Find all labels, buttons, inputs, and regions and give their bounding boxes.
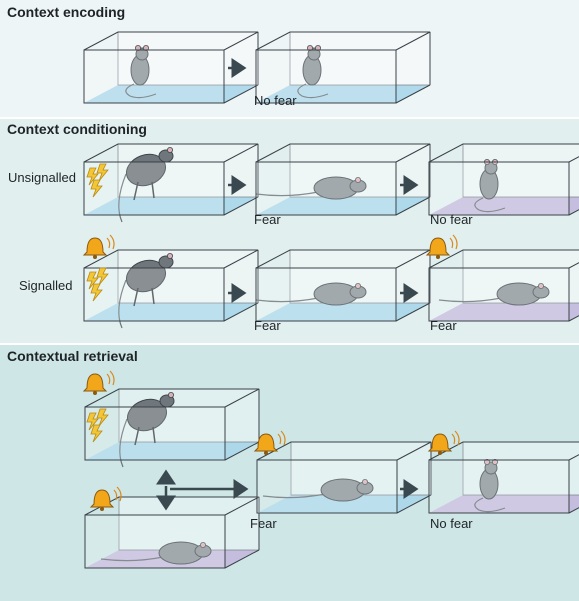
cage-box	[255, 249, 431, 322]
bell-icon	[89, 486, 122, 511]
cage-box	[84, 388, 260, 468]
bell-icon	[82, 370, 115, 395]
rat	[255, 282, 367, 306]
outcome-label: Fear	[254, 318, 281, 333]
bell-icon	[253, 430, 286, 455]
bell-icon	[425, 234, 458, 259]
cage-box	[428, 249, 579, 322]
outcome-label: No fear	[430, 516, 473, 531]
rat	[474, 458, 506, 513]
cage-box	[83, 31, 259, 104]
bell-icon	[82, 234, 115, 259]
panel-divider	[0, 117, 579, 119]
cage-box	[255, 31, 431, 104]
bell-icon	[427, 430, 460, 455]
rat	[262, 478, 374, 502]
cage-box	[428, 143, 579, 216]
rat	[125, 45, 157, 99]
cage-box	[83, 249, 259, 329]
outcome-label: Fear	[430, 318, 457, 333]
title-contextual-retrieval: Contextual retrieval	[7, 348, 138, 364]
outcome-label: No fear	[254, 93, 297, 108]
title-context-conditioning: Context conditioning	[7, 121, 147, 137]
title-context-encoding: Context encoding	[7, 4, 126, 20]
rat	[474, 158, 506, 213]
shock-icon	[86, 267, 109, 302]
shock-icon	[86, 408, 109, 443]
rat	[438, 282, 550, 306]
row-label-signalled: Signalled	[19, 278, 73, 293]
outcome-label: Fear	[254, 212, 281, 227]
cage-box	[255, 143, 431, 216]
row-label-unsignalled: Unsignalled	[8, 170, 76, 185]
rat	[100, 541, 212, 565]
outcome-label: No fear	[430, 212, 473, 227]
panel-divider	[0, 343, 579, 345]
rat	[255, 176, 367, 200]
outcome-label: Fear	[250, 516, 277, 531]
shock-icon	[86, 163, 109, 198]
cage-box	[84, 496, 260, 569]
cage-box	[428, 441, 579, 514]
rat	[297, 45, 329, 99]
cage-box	[256, 441, 432, 514]
cage-box	[83, 143, 259, 223]
